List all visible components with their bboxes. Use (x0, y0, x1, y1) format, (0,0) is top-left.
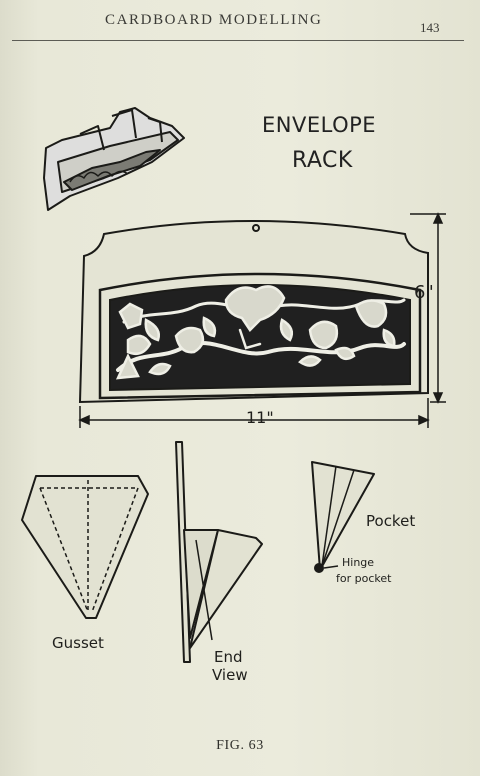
header-rule (12, 40, 464, 41)
running-header-title: CARDBOARD MODELLING (105, 12, 323, 28)
figure-title-line1: ENVELOPE (262, 113, 377, 137)
end-view-label-line2: View (212, 666, 248, 684)
hinge-label-line1: Hinge (342, 556, 375, 569)
floral-fretwork (115, 285, 406, 380)
gusset-label: Gusset (52, 634, 104, 652)
dimension-lines (78, 212, 446, 428)
height-dimension-label: 6" (414, 282, 434, 303)
end-view-diagram (175, 441, 263, 663)
width-dimension-label: 11" (246, 408, 274, 427)
end-view-label-line1: End (214, 648, 243, 666)
page-number: 143 (420, 20, 440, 35)
hinge-label-line2: for pocket (336, 572, 392, 585)
pocket-diagram (311, 461, 375, 573)
figure-title-line2: RACK (292, 148, 353, 173)
figure-caption: FIG. 63 (216, 738, 264, 753)
pocket-label: Pocket (366, 512, 416, 530)
rack-perspective-sketch (43, 107, 185, 211)
gusset-diagram (21, 475, 149, 619)
